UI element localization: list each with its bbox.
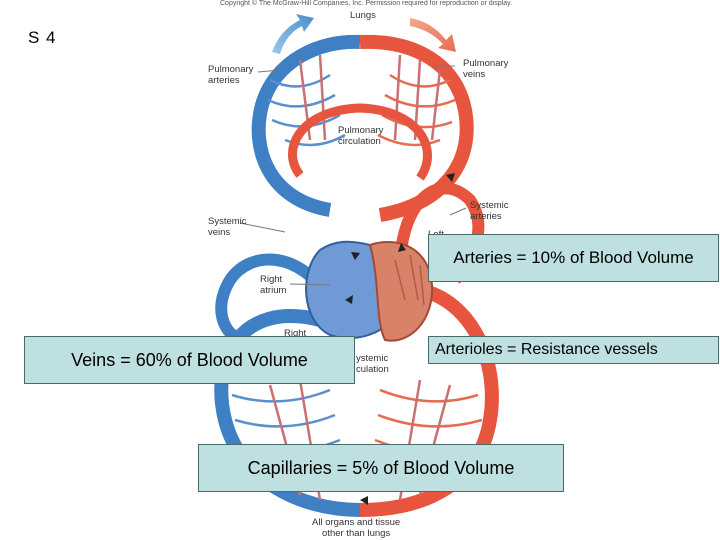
callout-capillaries: Capillaries = 5% of Blood Volume <box>198 444 564 492</box>
label-lungs: Lungs <box>350 10 376 21</box>
callout-veins: Veins = 60% of Blood Volume <box>24 336 355 384</box>
callout-arteries-text: Arteries = 10% of Blood Volume <box>453 248 694 267</box>
label-right-partial: Right <box>284 328 307 339</box>
copyright-notice: Copyright © The McGraw-Hill Companies, I… <box>220 0 513 7</box>
heart-illustration <box>305 240 434 342</box>
slide-number: S 4 <box>28 28 57 47</box>
callout-veins-text: Veins = 60% of Blood Volume <box>71 349 308 370</box>
callout-capillaries-text: Capillaries = 5% of Blood Volume <box>247 457 515 478</box>
lung-flow-arrow-right <box>410 18 456 52</box>
callout-arterioles-text: Arterioles = Resistance vessels <box>435 341 658 358</box>
callout-arteries: Arteries = 10% of Blood Volume <box>428 234 719 282</box>
systemic-artery-loop <box>359 283 499 517</box>
systemic-vein-loop <box>214 309 361 517</box>
lung-flow-arrow-left <box>272 14 314 54</box>
callout-arterioles: Arterioles = Resistance vessels <box>428 336 719 364</box>
pulmonary-vein-loop <box>251 34 361 217</box>
